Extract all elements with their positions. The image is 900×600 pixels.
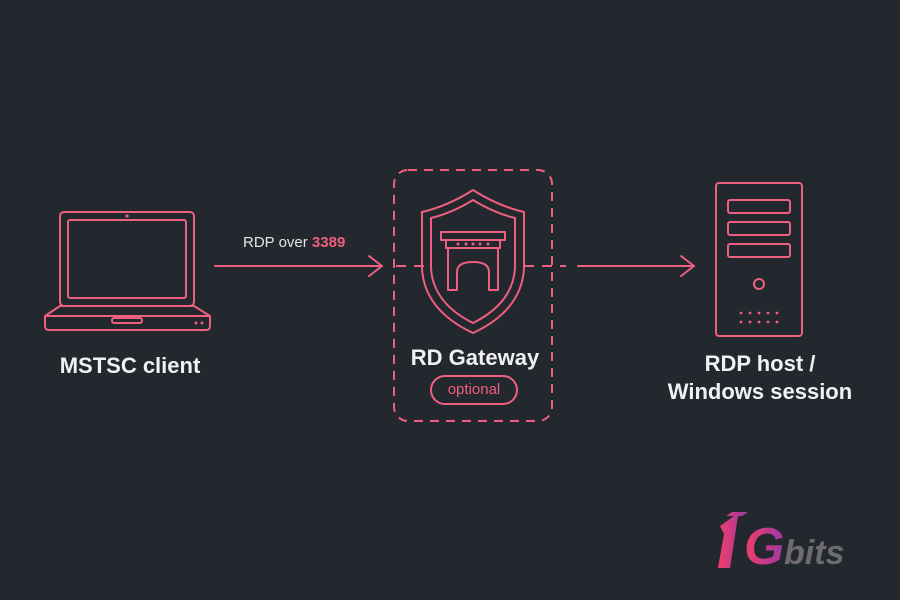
svg-text:bits: bits (784, 534, 844, 572)
edge-label-prefix: RDP over (243, 234, 312, 251)
edge-port-number: 3389 (311, 234, 346, 251)
server-tower-icon (715, 182, 803, 337)
host-label: RDP host / Windows session (640, 350, 880, 406)
edge-label: RDP over 3389 (243, 234, 345, 251)
arrow-gateway-to-host (577, 255, 695, 277)
laptop-icon (44, 211, 211, 331)
host-label-line1: RDP host / (704, 351, 816, 376)
host-label-line2: Windows session (667, 379, 853, 404)
arrow-client-to-gateway (214, 255, 383, 277)
client-label: MSTSC client (59, 353, 201, 378)
gateway-dashed-frame (393, 169, 553, 422)
gateway-label: RD Gateway (410, 345, 540, 370)
brand-logo: G bits (718, 512, 844, 572)
shield-gate-icon (421, 189, 525, 334)
svg-text:G: G (744, 518, 784, 572)
optional-badge: optional (430, 375, 518, 405)
